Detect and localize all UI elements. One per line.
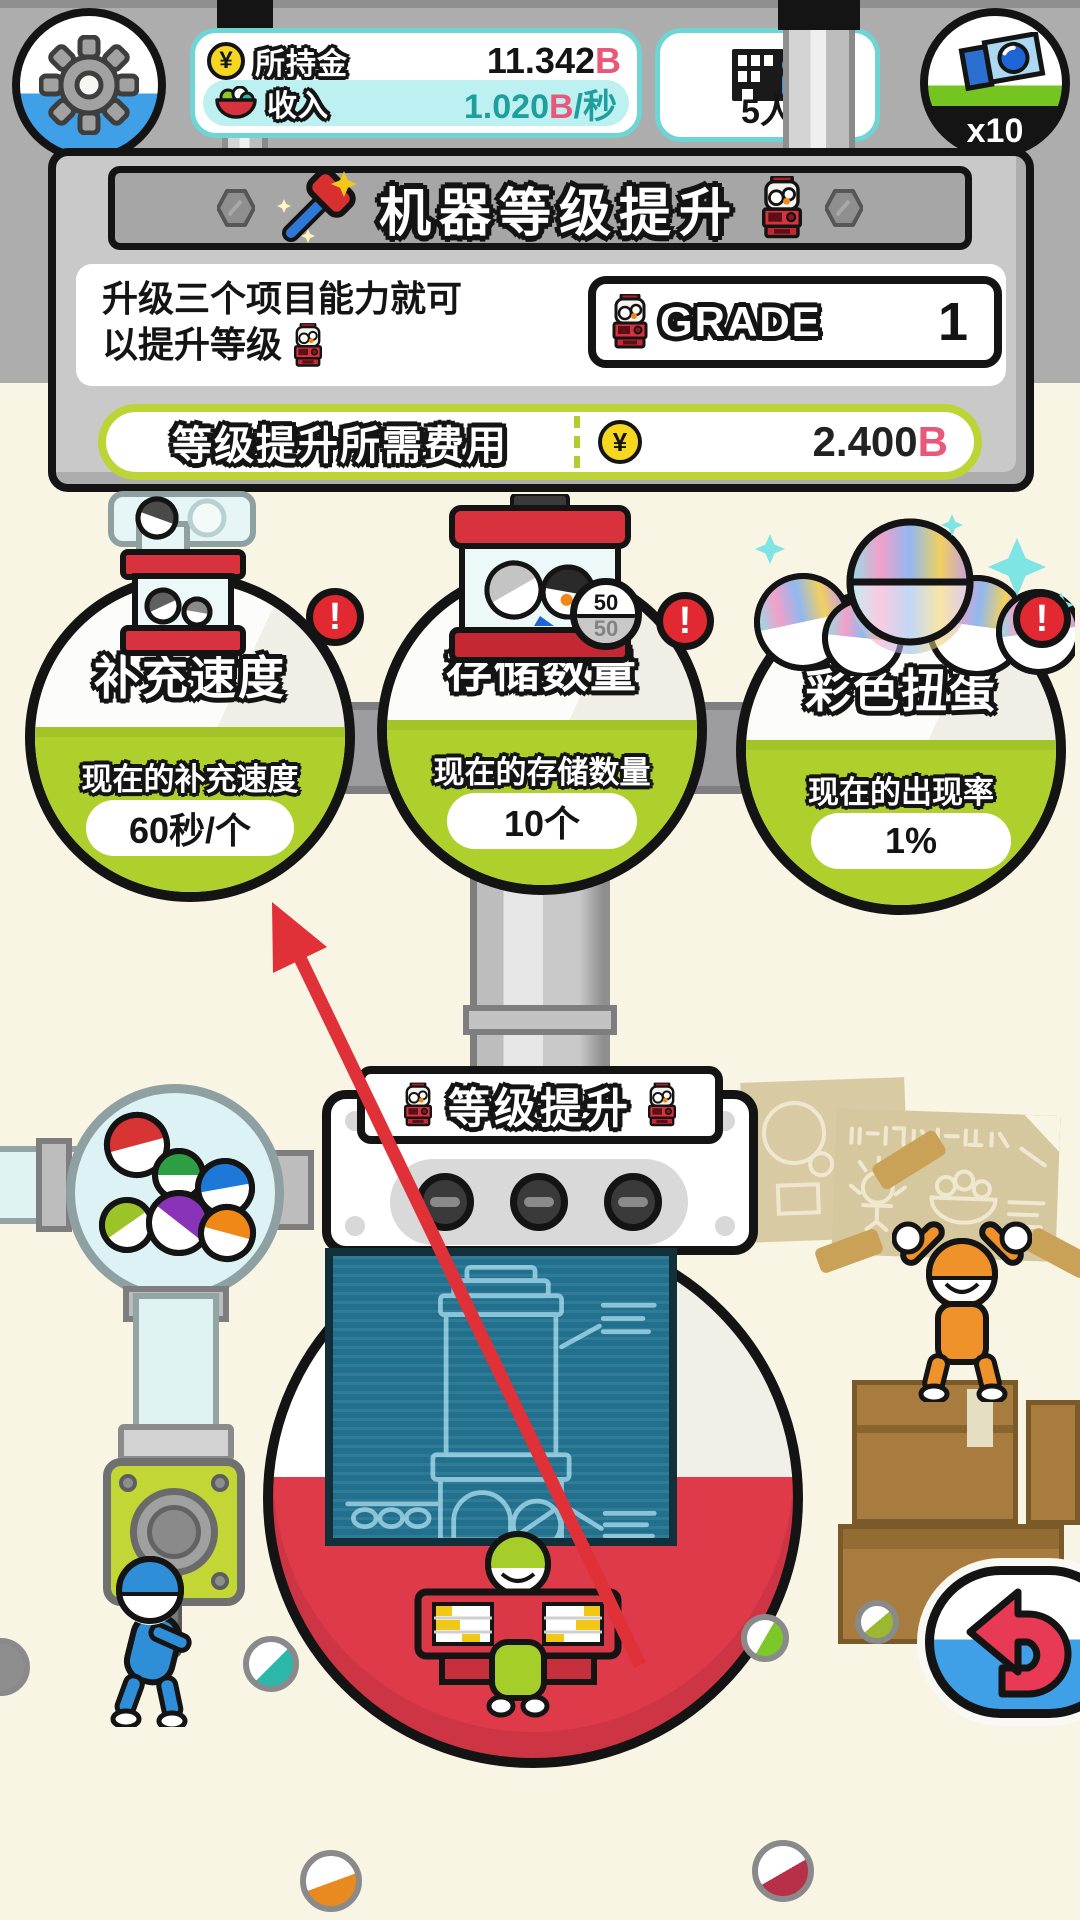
hammer-icon <box>276 171 357 243</box>
gacha-machine-icon <box>646 1082 678 1128</box>
settings-button[interactable] <box>12 8 166 162</box>
capsule-bowl-icon <box>215 86 257 119</box>
pipe-flange <box>118 1424 234 1462</box>
cost-value: 2.400B <box>812 418 948 465</box>
yen-coin-icon: ¥ <box>207 42 245 80</box>
upgrade-stat-label: 现在的出现率 <box>808 775 994 810</box>
upgrade-stat-value: 1% <box>811 813 1011 869</box>
ticket-icon <box>958 32 1046 92</box>
exclamation-icon: ! <box>656 592 714 650</box>
capsule-sphere <box>66 1084 284 1302</box>
ceiling-pipe-right <box>778 0 860 156</box>
refill-dispenser-icon <box>108 491 256 656</box>
machine-knob-strip <box>390 1159 688 1245</box>
capsule-ball <box>855 1600 899 1644</box>
grade-description-line1: 升级三个项目能力就可 <box>102 278 463 319</box>
gacha-machine-icon <box>292 323 324 368</box>
grade-box: GRADE 1 <box>588 276 1002 368</box>
rainbow-capsules-icon <box>754 514 1075 676</box>
worker-orange <box>892 1221 1032 1402</box>
bolt-icon <box>217 189 255 227</box>
cost-divider <box>574 416 580 468</box>
cardboard-box <box>852 1380 1018 1524</box>
capsule-ball <box>243 1636 299 1692</box>
capsule-ball <box>752 1840 814 1902</box>
return-arrow-icon <box>966 1588 1072 1698</box>
upgrade-title: 补充速度 <box>94 652 286 704</box>
gacha-machine-icon <box>610 294 650 350</box>
gacha-machine-icon <box>402 1082 434 1128</box>
storage-gauge: 50 50 <box>570 578 642 650</box>
supply-pipe-vertical <box>133 1293 219 1445</box>
upgrade-stat-value: 10个 <box>447 793 637 849</box>
grade-value: 1 <box>937 292 968 352</box>
capsule-cluster <box>99 1112 256 1262</box>
capsule-ball <box>741 1614 789 1662</box>
gear-icon <box>39 35 139 135</box>
back-button[interactable] <box>925 1566 1080 1718</box>
ticket-badge[interactable]: x10 <box>920 8 1070 158</box>
income-row: 收入 1.020B/秒 <box>203 80 629 126</box>
upgrade-refill-speed[interactable]: 补充速度 现在的补充速度 60秒/个 <box>25 572 355 902</box>
machine-sign: 等级提升 <box>357 1066 723 1144</box>
machine-sign-label: 等级提升 <box>447 1084 632 1132</box>
grade-cost-bar: 等级提升所需费用 ¥ 2.400B <box>98 404 982 480</box>
worker-green-console <box>414 1531 622 1718</box>
exclamation-icon: ! <box>1013 590 1071 648</box>
blueprint-screen <box>325 1248 677 1546</box>
panel-header: 机器等级提升 <box>108 166 972 250</box>
capsule-ball <box>0 1638 30 1696</box>
money-value: 11.342B <box>486 40 621 81</box>
upgrade-stat-label: 现在的补充速度 <box>81 762 299 797</box>
grade-label: GRADE <box>660 298 822 345</box>
exclamation-icon: ! <box>306 588 364 646</box>
grade-description-line2: 以提升等级 <box>102 322 1006 368</box>
income-value: 1.020B/秒 <box>463 87 617 126</box>
worker-blue <box>110 1556 192 1727</box>
money-label: 所持金 <box>255 48 348 81</box>
upgrade-stat-label: 现在的存储数量 <box>433 755 651 790</box>
upgrade-stat-value: 60秒/个 <box>86 800 294 856</box>
money-row: ¥ 所持金 11.342B <box>207 37 621 85</box>
panel-title: 机器等级提升 <box>378 184 739 243</box>
cost-label: 等级提升所需费用 <box>172 424 508 468</box>
machine-knob <box>510 1173 568 1231</box>
tape <box>1023 1226 1080 1280</box>
income-label: 收入 <box>267 90 329 123</box>
bolt-icon <box>825 189 863 227</box>
yen-coin-icon: ¥ <box>598 420 642 464</box>
machine-knob <box>604 1173 662 1231</box>
crank-wheel-hub <box>147 1505 201 1559</box>
capsule-ball <box>300 1850 362 1912</box>
cardboard-box <box>1026 1400 1080 1525</box>
machine-knob <box>416 1173 474 1231</box>
currency-panel: ¥ 所持金 11.342B 收入 1.020B/秒 <box>190 28 642 138</box>
gacha-machine-icon <box>759 176 805 240</box>
ticket-count: x10 <box>966 112 1024 150</box>
